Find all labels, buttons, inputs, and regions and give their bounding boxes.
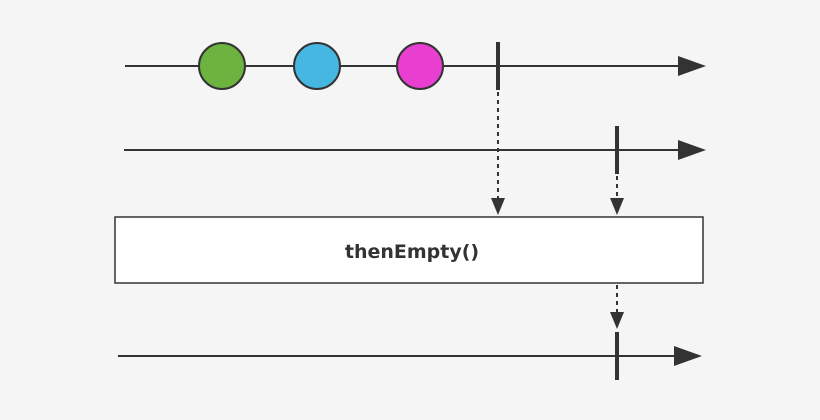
source-connector-arrowhead (491, 198, 505, 215)
magenta-marble (396, 42, 444, 90)
other-timeline-arrowhead (678, 140, 706, 160)
result-timeline (118, 332, 702, 380)
operator-box-rect (114, 216, 704, 284)
result-connector-arrowhead (610, 312, 624, 329)
other-timeline (124, 126, 706, 174)
source-timeline-arrowhead (678, 56, 706, 76)
blue-marble (293, 42, 341, 90)
green-marble (198, 42, 246, 90)
operator-box: thenEmpty() (114, 216, 704, 284)
result-timeline-arrowhead (674, 346, 702, 366)
output-connector (610, 285, 624, 329)
operator-label: thenEmpty() (345, 241, 479, 263)
source-timeline (125, 42, 706, 90)
input-connectors (491, 92, 624, 215)
other-connector-arrowhead (610, 198, 624, 215)
